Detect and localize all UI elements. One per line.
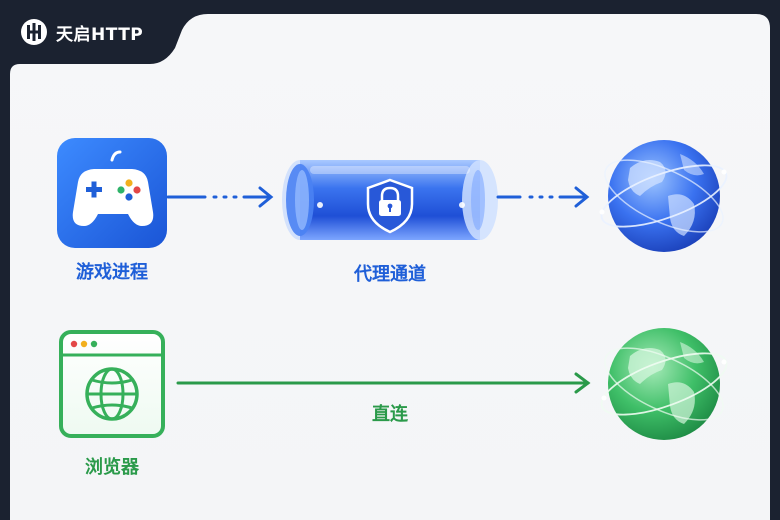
arrow-tunnel-to-internet <box>496 186 590 208</box>
game-process-label: 游戏进程 <box>76 262 148 283</box>
brand[interactable]: 天启HTTP <box>20 18 143 46</box>
brand-logo-icon <box>21 19 47 45</box>
internet-globe-green-icon <box>600 328 728 440</box>
direct-connection-label: 直连 <box>372 404 408 425</box>
arrow-browser-to-internet <box>176 372 591 394</box>
browser-app-icon <box>59 330 165 438</box>
game-app-icon <box>57 138 167 248</box>
shield-lock-icon <box>366 178 414 234</box>
arrow-game-to-tunnel <box>166 186 274 208</box>
browser-label: 浏览器 <box>85 457 139 478</box>
proxy-tunnel-label: 代理通道 <box>354 264 426 285</box>
brand-name: 天启HTTP <box>56 24 144 45</box>
internet-globe-blue-icon <box>599 140 728 252</box>
